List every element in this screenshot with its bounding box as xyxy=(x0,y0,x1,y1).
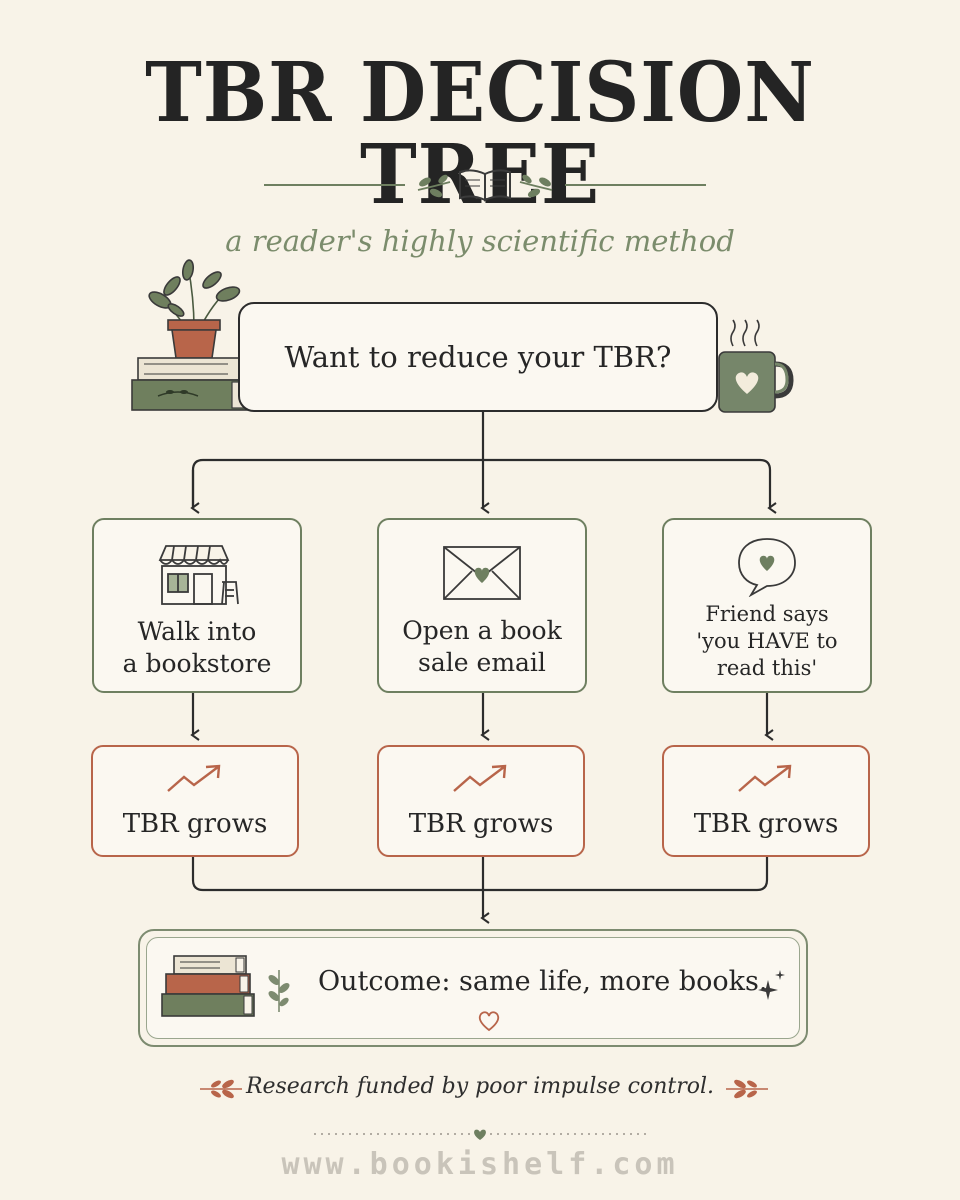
outcome-box xyxy=(146,937,800,1039)
result-box-friend: TBR grows xyxy=(662,745,870,857)
small-heart-icon xyxy=(474,1129,486,1140)
trend-up-icon xyxy=(738,764,792,792)
result-box-sale-email: TBR grows xyxy=(377,745,585,857)
storefront-icon xyxy=(158,545,239,606)
trigger-box-friend: Friend says 'you HAVE to read this' xyxy=(662,518,872,693)
trigger-label-sale-email: Open a book sale email xyxy=(402,616,562,677)
result-label-friend: TBR grows xyxy=(693,809,839,839)
sparkle-icon xyxy=(758,970,785,1000)
dotted-divider xyxy=(314,1129,646,1140)
open-book-icon xyxy=(459,169,511,202)
outcome-label: Outcome: same life, more books. xyxy=(318,966,768,997)
trend-up-icon xyxy=(453,764,507,792)
result-box-bookstore: TBR grows xyxy=(91,745,299,857)
envelope-heart-icon xyxy=(443,546,521,601)
leaf-sprig-right-icon xyxy=(519,174,553,198)
leaf-sprig-left-icon xyxy=(417,174,451,198)
page-title: TBR DECISION TREE xyxy=(145,45,815,223)
heart-outline-icon xyxy=(478,1011,500,1032)
flourish-left-icon xyxy=(200,1079,242,1099)
speech-bubble-heart-icon xyxy=(738,537,796,597)
footnote: Research funded by poor impulse control. xyxy=(245,1074,715,1099)
outcome-frame xyxy=(138,929,808,1047)
trigger-box-sale-email: Open a book sale email xyxy=(377,518,587,693)
page-subtitle: a reader's highly scientific method xyxy=(225,224,735,258)
coffee-mug-icon xyxy=(718,319,794,413)
website-link[interactable]: www.bookishelf.com xyxy=(281,1147,679,1182)
root-question-box: Want to reduce your TBR? xyxy=(238,302,718,412)
trigger-box-bookstore: Walk into a bookstore xyxy=(92,518,302,693)
flourish-right-icon xyxy=(726,1079,768,1099)
book-stack-icon xyxy=(161,955,255,1017)
root-question-label: Want to reduce your TBR? xyxy=(284,340,672,374)
title-ornament xyxy=(264,169,706,202)
trigger-label-bookstore: Walk into a bookstore xyxy=(122,617,272,678)
result-label-sale-email: TBR grows xyxy=(408,809,554,839)
trigger-label-friend: Friend says 'you HAVE to read this' xyxy=(696,601,838,681)
trend-up-icon xyxy=(167,764,221,792)
leaf-sprig-icon xyxy=(268,970,290,1012)
result-label-bookstore: TBR grows xyxy=(122,809,268,839)
